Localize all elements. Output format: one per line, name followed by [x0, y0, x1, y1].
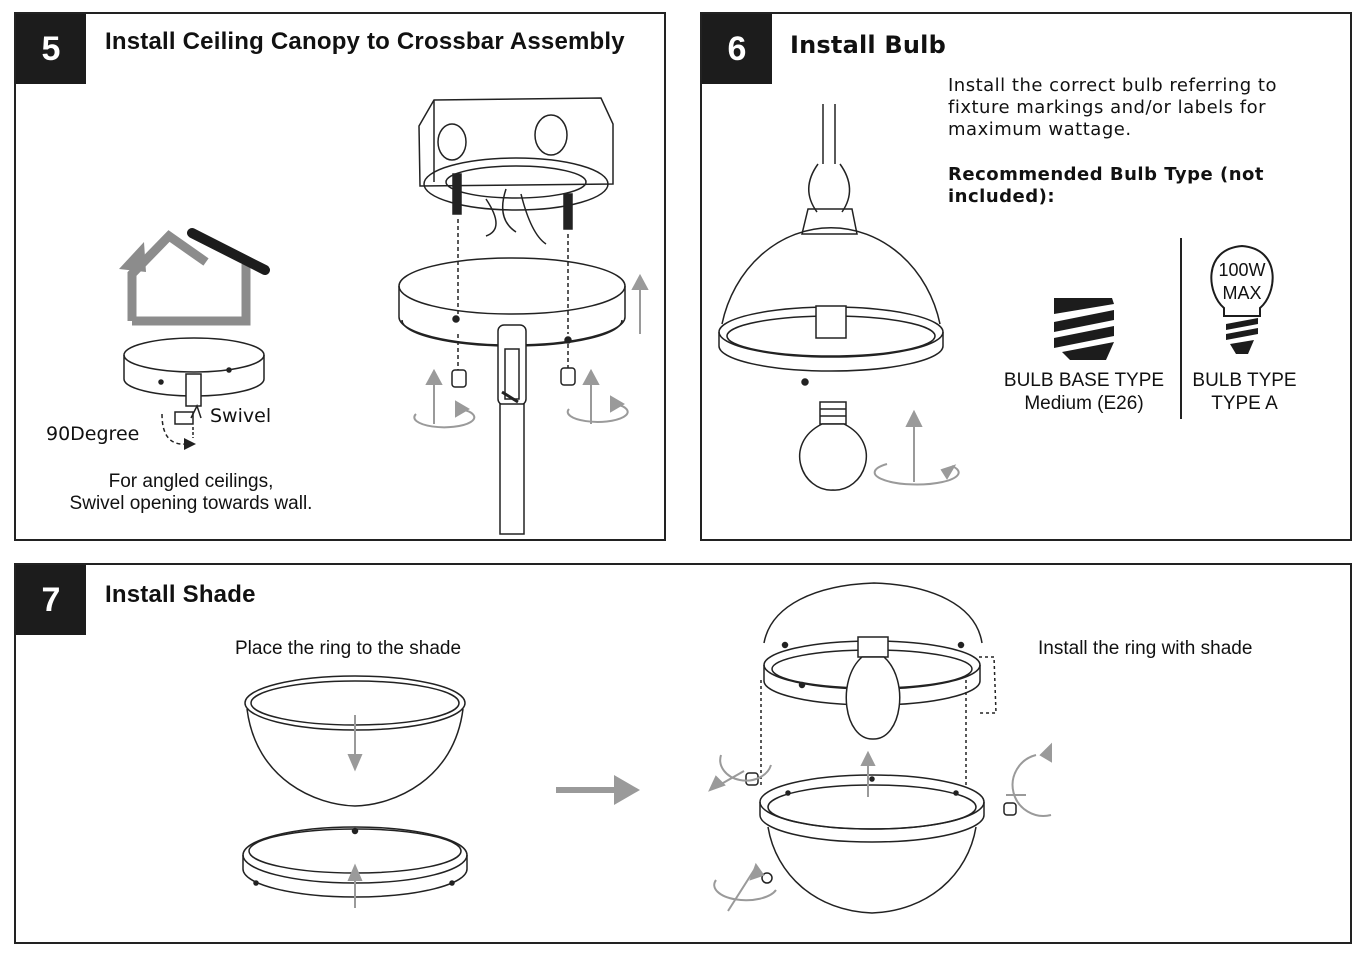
recommended-bulb-line1: Recommended Bulb Type (not: [948, 164, 1264, 185]
step-6-title: Install Bulb: [790, 31, 946, 59]
next-step-arrow-icon: [556, 775, 640, 805]
bulb-base-type-value: Medium (E26): [1024, 393, 1144, 414]
installed-shade-icon: [760, 582, 997, 785]
step-6-illustration: [718, 104, 1274, 491]
bulb-base-type-label: BULB BASE TYPE: [1003, 370, 1165, 391]
ring-up-arrow-icon: [347, 863, 363, 908]
bulb-icon: [798, 401, 868, 491]
swivel-label: Swivel: [210, 405, 272, 427]
step-7-title: Install Shade: [105, 581, 256, 608]
angled-ceiling-note-line1: For angled ceilings,: [108, 471, 274, 492]
junction-box-icon: [418, 97, 614, 334]
bulb-type-label: BULB TYPE: [1192, 370, 1297, 391]
small-canopy-icon: [123, 337, 265, 450]
step-7-illustration: [242, 582, 1052, 914]
step-7-panel: 7 Install Shade Place the ring to the sh…: [14, 563, 1352, 944]
e26-base-icon: [1054, 298, 1114, 360]
rotate-arrows-icon: [413, 273, 649, 429]
step-7-number: 7: [16, 565, 86, 635]
wattage-label-line2: MAX: [1222, 283, 1262, 303]
step-5-title: Install Ceiling Canopy to Crossbar Assem…: [105, 28, 625, 55]
rotate-bulb-arrow-icon: [873, 409, 960, 486]
wattage-label-line1: 100W: [1218, 260, 1266, 280]
step-5-panel: 5 Install Ceiling Canopy to Crossbar Ass…: [14, 12, 666, 541]
bulb-instruction-line1: Install the correct bulb referring to: [948, 75, 1277, 96]
step-6-number: 6: [702, 14, 772, 84]
ninety-degree-label: 90Degree: [46, 423, 140, 445]
ring-install-arrows-icon: [708, 742, 1052, 912]
install-ring-caption: Install the ring with shade: [1038, 638, 1253, 659]
bulb-type-value: TYPE A: [1211, 393, 1278, 414]
shade-down-arrow-icon: [347, 715, 363, 772]
step-5-illustration: [119, 97, 649, 535]
angled-ceiling-note-line2: Swivel opening towards wall.: [69, 493, 313, 514]
angled-ceiling-house-icon: [119, 228, 270, 326]
step-5-number: 5: [16, 14, 86, 84]
ring-with-shade-icon: [745, 772, 1017, 914]
bulb-instruction-line2: fixture markings and/or labels for: [948, 97, 1267, 118]
large-canopy-icon: [398, 257, 626, 535]
place-ring-caption: Place the ring to the shade: [235, 638, 462, 659]
pendant-shade-icon: [718, 104, 944, 386]
step-6-panel: 6 Install Bulb Install the correct bulb …: [700, 12, 1352, 541]
recommended-bulb-line2: included):: [948, 186, 1056, 207]
type-a-bulb-icon: [1210, 244, 1274, 354]
bulb-instruction-line3: maximum wattage.: [948, 119, 1132, 140]
